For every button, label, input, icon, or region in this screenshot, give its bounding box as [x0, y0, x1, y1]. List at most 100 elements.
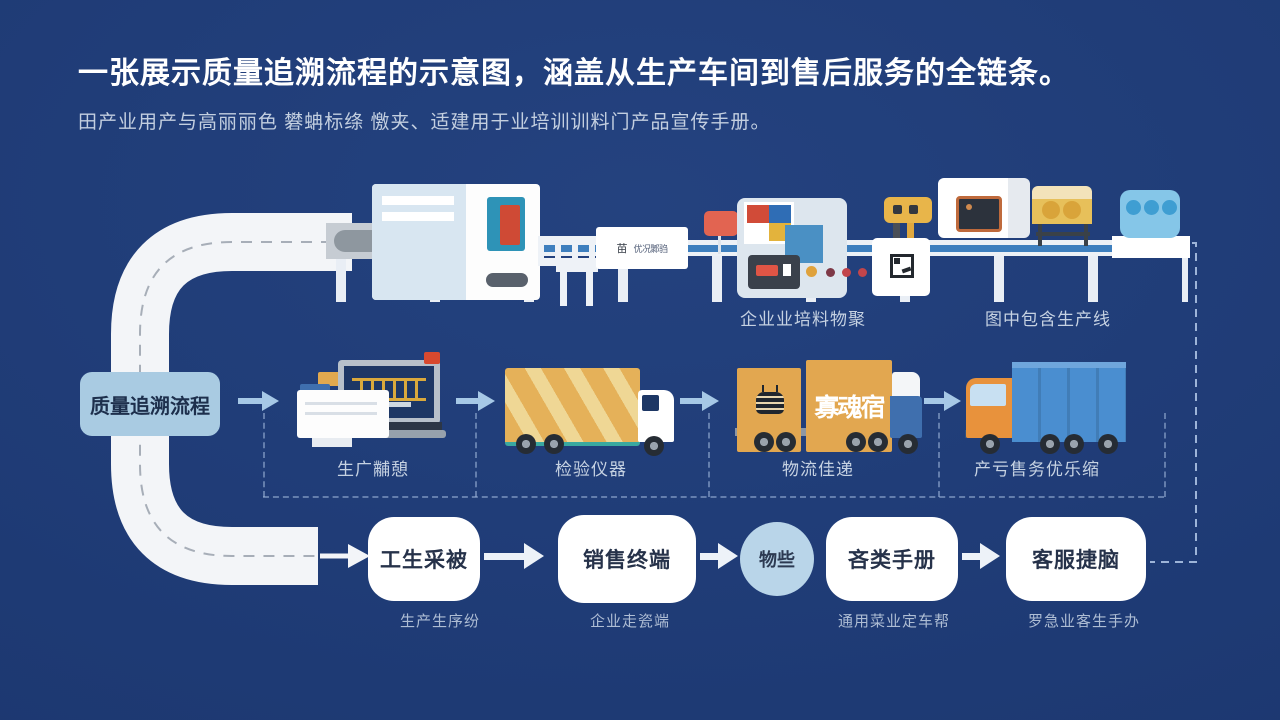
tracking-label-card: 苗 优况鄹驺: [596, 227, 688, 269]
machine2-switch: [783, 264, 791, 276]
monitor-base: [348, 422, 442, 432]
wheel-icon: [898, 434, 918, 454]
machine5-dot: [1144, 200, 1159, 215]
machine4-roller: [1063, 201, 1081, 219]
printer-foot: [312, 438, 352, 447]
step-box-4: 吝类手册: [826, 517, 958, 601]
screen-text-bar: [383, 402, 411, 407]
scanner-head: [884, 197, 932, 223]
arrow-icon: [524, 543, 544, 569]
beetle-antenna: [776, 385, 778, 392]
mid-caption-4: 产亏售务优乐缩: [974, 460, 1100, 479]
truck-cab-top: [892, 372, 920, 398]
mid-caption-1: 生广黼憩: [337, 460, 409, 479]
step-box-1: 工生采被: [368, 517, 480, 601]
red-tag: [704, 211, 738, 236]
dashed-separator: [938, 413, 940, 497]
arrow-icon: [456, 398, 478, 404]
step-sublabel-3: 通用菜业定车帮: [837, 613, 951, 630]
machine1-vent: [382, 212, 454, 221]
dashed-frame-left: [263, 413, 265, 497]
scan-station: [872, 238, 930, 296]
red-tag-stem: [718, 234, 721, 254]
truck-brand-text: 寡魂宿: [814, 394, 885, 422]
step-sublabel-2: 企业走瓷端: [589, 613, 671, 630]
wheel-icon: [980, 434, 1000, 454]
beetle-logo-icon: [756, 392, 784, 414]
monitor-side-tab: [318, 372, 340, 386]
wheel-icon: [516, 434, 536, 454]
step-sublabel-1: 生产生序纷: [399, 613, 481, 630]
arrow-icon: [680, 398, 702, 404]
bridge-leg: [560, 270, 567, 306]
wheel-icon: [868, 432, 888, 452]
scanner-eye-icon: [893, 205, 902, 214]
bridge-leg: [586, 270, 593, 306]
wheel-icon: [1098, 434, 1118, 454]
arrow-icon: [702, 391, 719, 411]
wheel-icon: [1064, 434, 1084, 454]
qr-code-icon: [894, 258, 900, 264]
wheel-icon: [644, 436, 664, 456]
truck-cab-window: [642, 395, 659, 411]
machine4-body: [1032, 199, 1092, 224]
step-box-2: 销售终端: [558, 515, 696, 603]
step-label: 工生采被: [380, 549, 468, 572]
production-caption-right: 图中包含生产线: [985, 310, 1111, 329]
printer-line: [305, 402, 377, 405]
flow-start-box: 质量追溯流程: [80, 372, 220, 436]
container-striped: [505, 368, 640, 446]
step-sublabel-4: 罗急业客生手办: [1027, 613, 1141, 630]
machine4-roller: [1042, 201, 1060, 219]
flow-start-label: 质量追溯流程: [90, 395, 210, 418]
machine5-pedestal: [1112, 236, 1190, 258]
production-caption-left: 企业业培料物聚: [740, 310, 866, 329]
qr-code-icon: [890, 254, 914, 278]
scanner-eye-icon: [909, 205, 918, 214]
tracking-label-text: 优况鄹驺: [633, 243, 668, 254]
dashed-separator: [708, 413, 710, 497]
truck-cab-window: [970, 384, 1006, 406]
scanner-prong: [907, 222, 914, 240]
dashed-separator: [475, 413, 477, 497]
indicator-dot: [858, 268, 867, 277]
arrow-icon: [238, 398, 262, 404]
machine3-indicator: [966, 204, 972, 210]
step-label: 销售终端: [583, 549, 671, 572]
road-arrow-head: [348, 544, 370, 568]
wheel-icon: [544, 434, 564, 454]
arrow-icon: [962, 553, 980, 560]
mid-caption-2: 检验仪器: [555, 460, 627, 479]
beetle-antenna: [762, 385, 764, 392]
machine5-dot: [1162, 200, 1177, 215]
step-label: 吝类手册: [848, 549, 936, 572]
indicator-dot: [842, 268, 851, 277]
bridge-rail: [538, 258, 602, 266]
arrow-icon: [718, 543, 738, 569]
indicator-dot: [826, 268, 835, 277]
page-subtitle: 田产业用产与高丽丽色 礬蚺标绦 憿夹、适建用于业培训训料门产品宣传手册。: [78, 112, 771, 133]
machine1-output-slot: [486, 273, 528, 287]
dashed-frame-right: [1164, 413, 1166, 497]
printer-lid: [300, 384, 330, 393]
arrow-icon: [924, 398, 944, 404]
machine5-dot: [1126, 200, 1141, 215]
wheel-icon: [754, 432, 774, 452]
arrow-icon: [262, 391, 279, 411]
step-label: 物些: [759, 550, 795, 570]
barcode-icon: 苗: [616, 243, 628, 255]
page-title: 一张展示质量追溯流程的示意图，涵盖从生产车间到售后服务的全链条。: [78, 57, 1070, 90]
step-label: 客服捷脑: [1032, 549, 1120, 572]
wheel-icon: [776, 432, 796, 452]
mid-caption-3: 物流佳递: [782, 460, 854, 479]
arrow-icon: [484, 553, 524, 560]
arrow-icon: [478, 391, 495, 411]
wheel-icon: [1040, 434, 1060, 454]
scanner-prong: [893, 222, 900, 240]
arrow-icon: [700, 553, 718, 560]
bridge-table: [556, 264, 598, 272]
wheel-icon: [846, 432, 866, 452]
step-box-5: 客服捷脑: [1006, 517, 1146, 601]
machine1-screen-card: [500, 205, 520, 245]
